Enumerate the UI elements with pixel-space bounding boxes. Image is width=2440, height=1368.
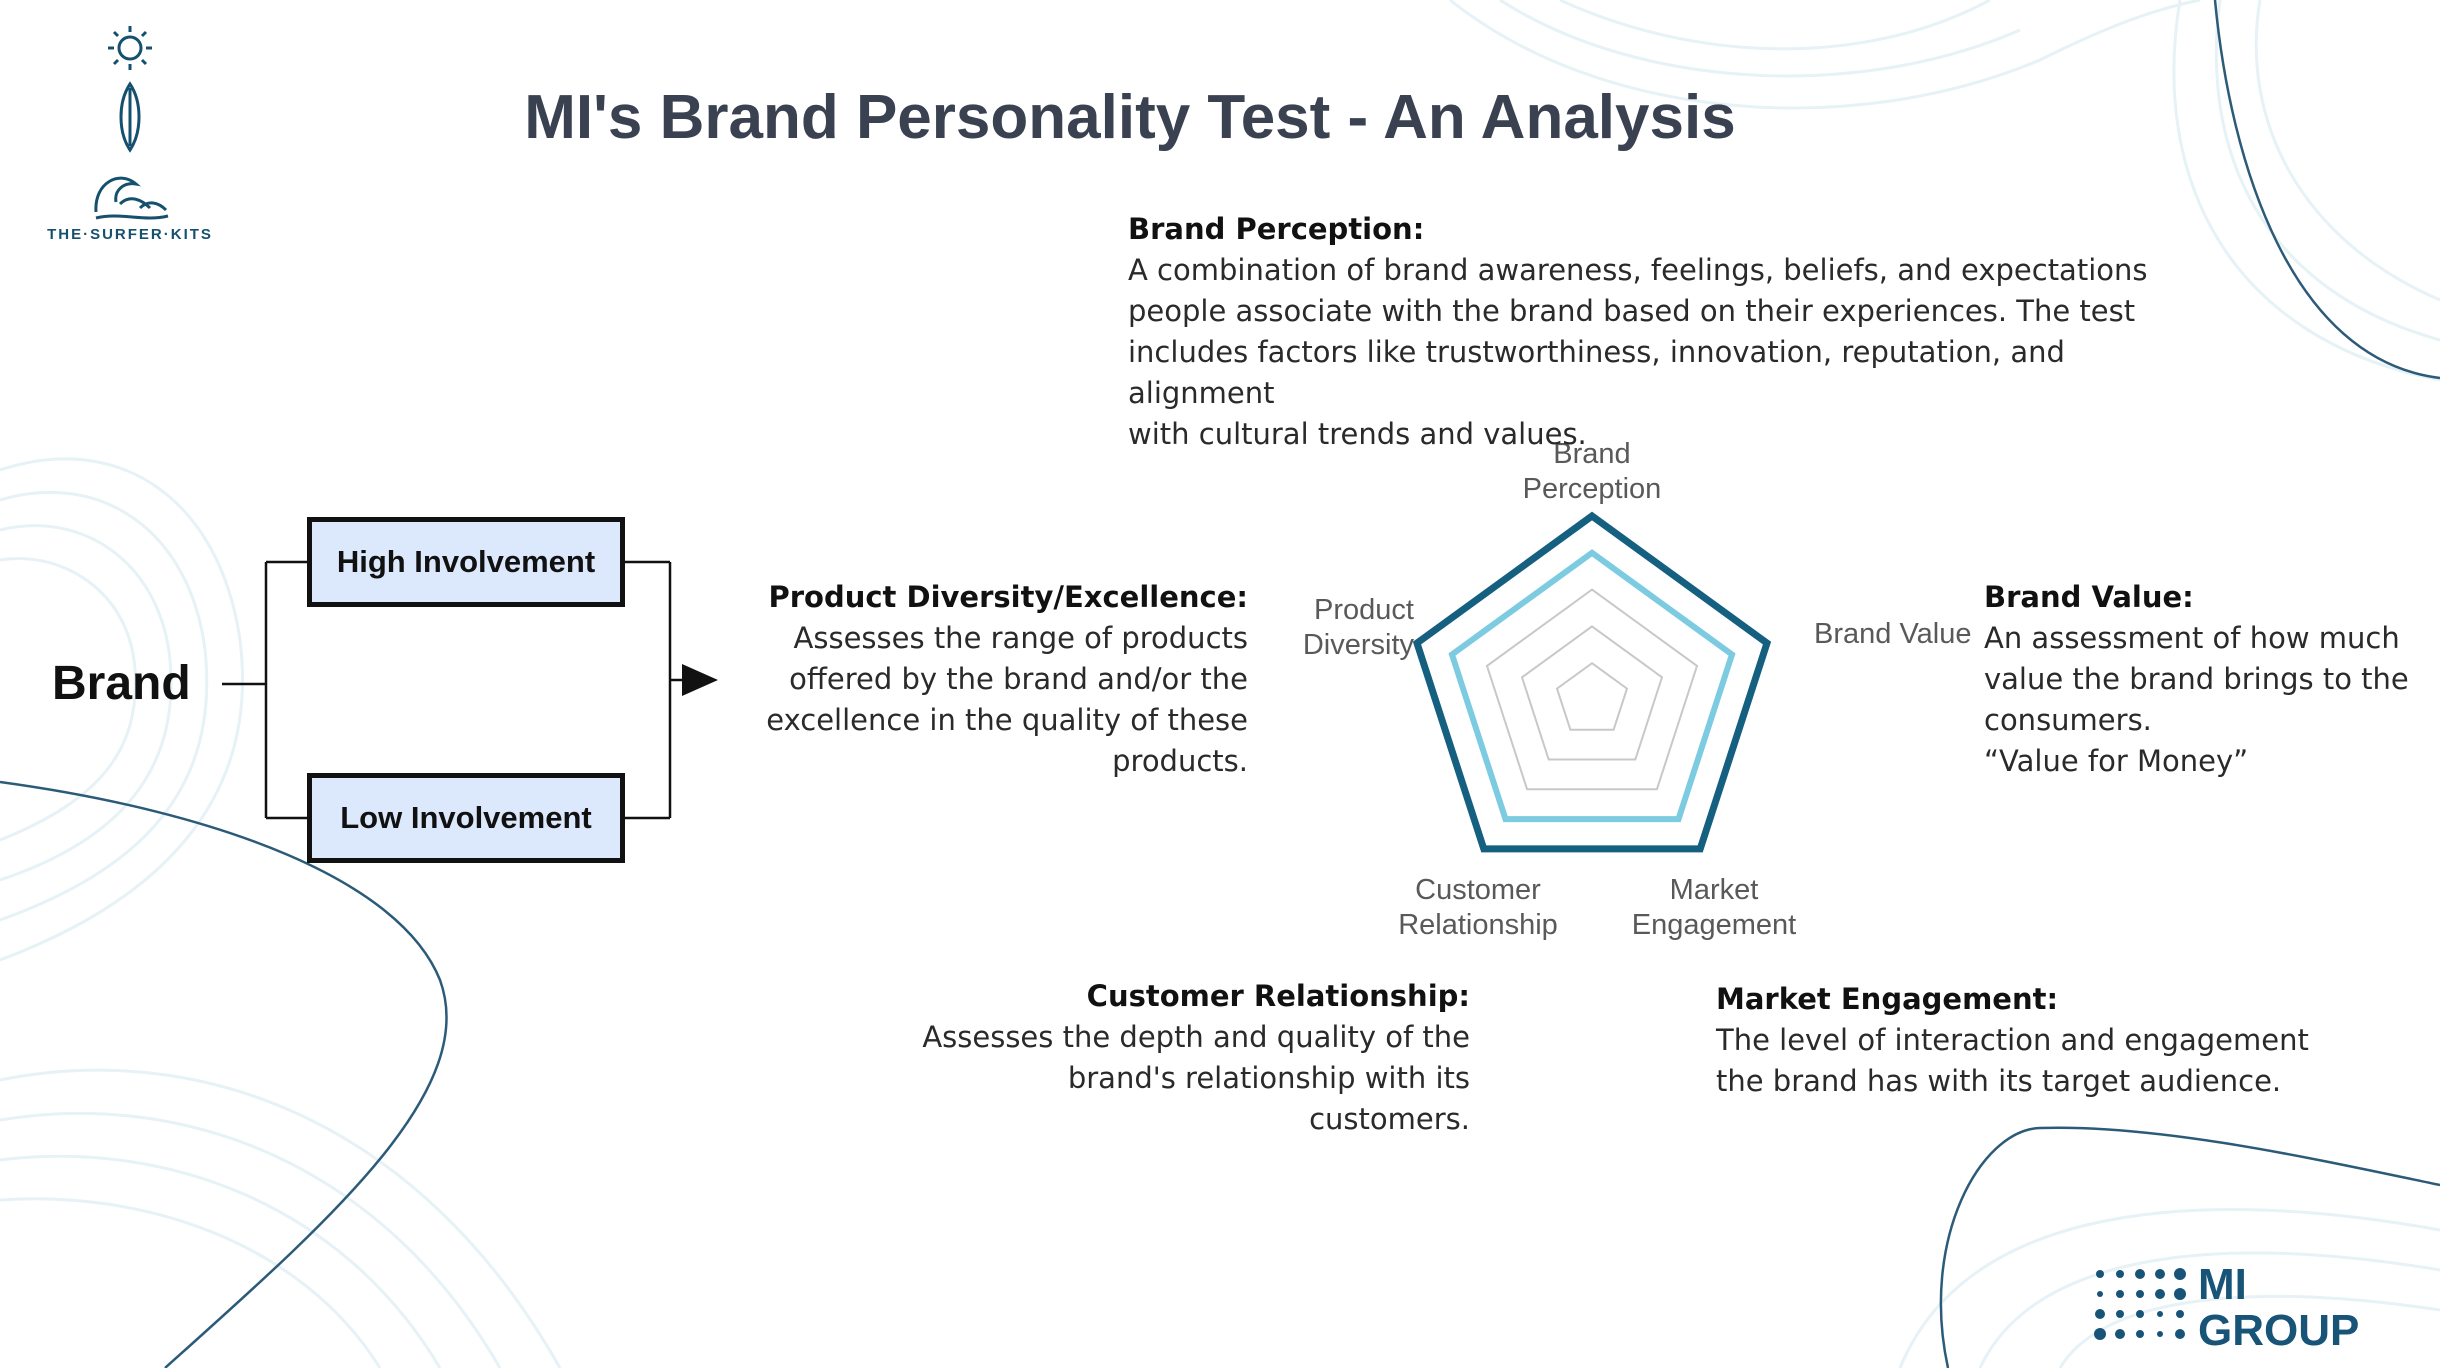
- radar-grid-ring: [1555, 661, 1629, 731]
- high-involvement-box: High Involvement: [307, 517, 625, 607]
- surfer-kits-logo: [94, 26, 169, 220]
- radar-axis-label-line: Diversity: [1303, 629, 1415, 661]
- brand-root-label: Brand: [52, 657, 191, 710]
- brand-perception-line: includes factors like trustworthiness, i…: [1128, 335, 2065, 410]
- brand-value-line: consumers.: [1984, 703, 2152, 737]
- radar-grid-ring: [1520, 625, 1664, 761]
- radar-axis-label: Brand Value: [1814, 618, 1971, 650]
- radar-axis-label-line: Brand: [1553, 438, 1630, 470]
- market-engagement-line: the brand has with its target audience.: [1716, 1064, 2282, 1098]
- brand-perception-heading: Brand Perception:: [1128, 212, 1425, 246]
- customer-relationship-line: brand's relationship with its: [1067, 1061, 1470, 1095]
- brand-value-description: Brand Value: An assessment of how much v…: [1984, 577, 2424, 782]
- low-involvement-box: Low Involvement: [307, 773, 625, 863]
- brand-value-line: value the brand brings to the: [1984, 662, 2409, 696]
- radar-grid-ring: [1485, 588, 1699, 791]
- product-diversity-description: Product Diversity/Excellence: Assesses t…: [740, 577, 1248, 782]
- market-engagement-heading: Market Engagement:: [1716, 982, 2059, 1016]
- radar-axis-label-line: Brand Value: [1814, 618, 1971, 650]
- mi-group-logo-text: MI GROUP: [2198, 1262, 2359, 1354]
- product-diversity-line: excellence in the quality of these: [766, 703, 1248, 737]
- radar-axis-label-line: Market: [1670, 874, 1759, 906]
- brand-perception-line: people associate with the brand based on…: [1128, 294, 2136, 328]
- product-diversity-heading: Product Diversity/Excellence:: [768, 580, 1248, 614]
- radar-axis-label-line: Relationship: [1398, 909, 1558, 940]
- brand-perception-line: A combination of brand awareness, feelin…: [1128, 253, 2148, 287]
- customer-relationship-heading: Customer Relationship:: [1086, 979, 1470, 1013]
- brand-value-line: “Value for Money”: [1984, 744, 2249, 778]
- mi-group-logo-line2: GROUP: [2198, 1306, 2360, 1355]
- mi-group-logo-line1: MI: [2198, 1260, 2247, 1309]
- brand-perception-description: Brand Perception: A combination of brand…: [1128, 209, 2208, 455]
- brand-perception-line: with cultural trends and values.: [1128, 417, 1587, 451]
- radar-axis-label-line: Perception: [1523, 473, 1662, 505]
- brand-connector-lines: [222, 560, 718, 820]
- surfer-kits-logo-text: THE·SURFER·KITS: [47, 226, 213, 243]
- product-diversity-line: offered by the brand and/or the: [789, 662, 1248, 696]
- radar-axis-label-line: Product: [1314, 594, 1414, 626]
- customer-relationship-description: Customer Relationship: Assesses the dept…: [840, 976, 1470, 1140]
- market-engagement-line: The level of interaction and engagement: [1716, 1023, 2309, 1057]
- customer-relationship-line: Assesses the depth and quality of the: [922, 1020, 1470, 1054]
- product-diversity-line: Assesses the range of products: [793, 621, 1248, 655]
- market-engagement-description: Market Engagement: The level of interact…: [1716, 979, 2356, 1102]
- mi-group-dots-icon: [2094, 1268, 2186, 1340]
- radar-axis-label-line: Engagement: [1632, 909, 1796, 940]
- radar-series-2: [1448, 549, 1736, 823]
- product-diversity-line: products.: [1112, 744, 1248, 778]
- page-title: MI's Brand Personality Test - An Analysi…: [524, 83, 1736, 152]
- radar-series-1: [1412, 511, 1772, 853]
- arrow-right-icon: [682, 664, 718, 696]
- radar-axis-label-line: Customer: [1415, 874, 1541, 906]
- brand-value-heading: Brand Value:: [1984, 580, 2194, 614]
- brand-value-line: An assessment of how much: [1984, 621, 2400, 655]
- customer-relationship-line: customers.: [1309, 1102, 1470, 1136]
